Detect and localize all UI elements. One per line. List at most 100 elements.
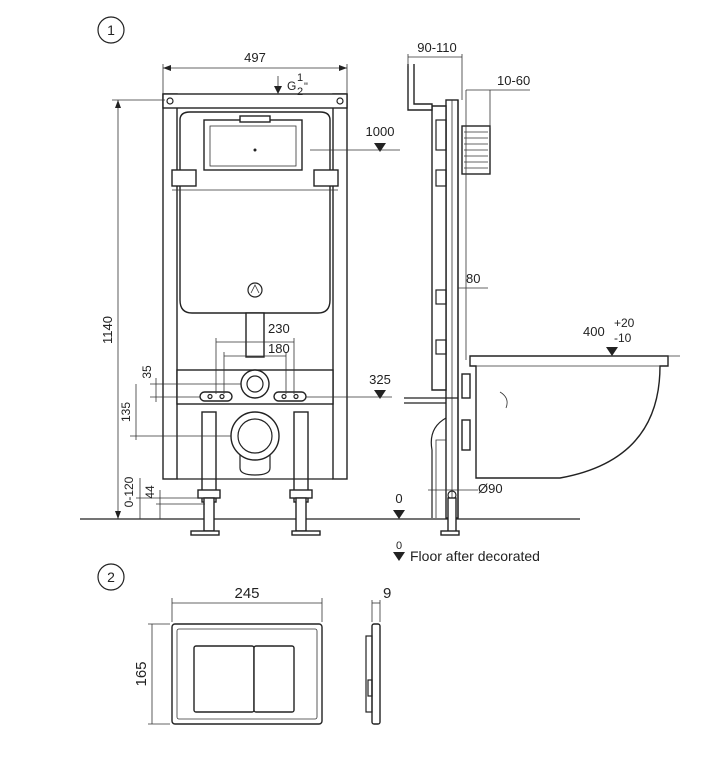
arrow-icon: [163, 65, 171, 71]
front-dimensions: 497 G 1 2 " 1000 1140 230 180 35: [100, 50, 540, 564]
flush-plate-side: 9: [365, 585, 391, 725]
dim-230: 230: [268, 321, 290, 336]
left-leg-clamp: [197, 489, 221, 499]
down-triangle-icon: [274, 86, 282, 94]
inlet-inch: ": [304, 81, 308, 93]
dim-0-120: 0-120: [122, 476, 136, 507]
flush-plate-front: 245 165: [133, 585, 323, 725]
side-clip: [435, 339, 447, 355]
flush-plate-clip: [367, 679, 373, 697]
dim-80: 80: [466, 271, 480, 286]
down-triangle-icon: [374, 390, 386, 399]
down-triangle-icon: [606, 347, 618, 356]
left-leg: [201, 411, 217, 503]
dim-35: 35: [140, 365, 154, 379]
dim-245: 245: [234, 585, 259, 602]
waste-bend: [239, 455, 271, 476]
floor-note-zero: 0: [396, 540, 402, 552]
dim-9: 9: [383, 585, 391, 602]
dim-180: 180: [268, 341, 290, 356]
right-foot-rod: [295, 497, 307, 532]
flush-plate-inner: [176, 628, 318, 720]
logo-mark: [250, 284, 260, 294]
side-valve: [435, 119, 447, 151]
bowl-bolt: [461, 373, 471, 399]
half-flush-button: [193, 645, 255, 713]
flush-pipe: [245, 312, 265, 358]
dim-10-60: 10-60: [497, 73, 530, 88]
section-number-1: 1: [107, 22, 115, 38]
dim-400-minus: -10: [614, 331, 632, 345]
dim-90-110: 90-110: [417, 40, 457, 55]
left-foot-rod: [203, 497, 215, 532]
bolt-icon: [293, 393, 299, 400]
bolt-icon: [219, 393, 225, 400]
section-marker-2: 2: [97, 563, 125, 591]
dim-400-plus: +20: [614, 316, 635, 330]
right-leg: [293, 411, 309, 503]
frame-front-view: [80, 64, 580, 536]
right-leg-clamp: [289, 489, 313, 499]
inlet-frac-num: 1: [297, 72, 303, 84]
right-foot: [291, 530, 321, 536]
flush-plate-mount: [365, 635, 373, 713]
cistern-left-clip: [171, 169, 197, 187]
arrow-icon: [115, 511, 121, 519]
wall-hung-bowl: [469, 355, 669, 479]
logo-icon: [247, 282, 263, 298]
waste-pipe-side: [435, 439, 446, 518]
dim-pipe-90: Ø90: [478, 481, 503, 496]
circled-number-icon: [97, 563, 125, 591]
center-dot: [253, 148, 257, 152]
side-dimensions: 90-110 10-60 80 400 +20 -10 Ø90: [407, 40, 680, 496]
side-clip: [435, 169, 447, 187]
top-wall-bracket: [407, 64, 433, 111]
full-flush-button: [253, 645, 295, 713]
bowl-outlet: [499, 391, 508, 409]
bolt-icon: [207, 393, 213, 400]
dim-floor-0: 0: [395, 491, 402, 506]
cistern-inner-opening: [209, 125, 297, 167]
frame-side-view: [404, 64, 669, 536]
bolt-icon: [281, 393, 287, 400]
dim-165: 165: [133, 661, 150, 686]
dim-1140: 1140: [100, 316, 115, 344]
side-cistern: [431, 105, 447, 391]
arrow-icon: [339, 65, 347, 71]
hatch-pattern: [464, 131, 488, 169]
dim-400: 400: [583, 324, 605, 339]
dim-1000: 1000: [366, 124, 395, 139]
right-bolt-slot: [273, 391, 307, 402]
side-foot: [440, 530, 460, 536]
waste-pipe-side: [430, 417, 447, 518]
right-upright: [332, 93, 348, 480]
cistern-service-opening: [203, 119, 303, 171]
bowl-bolt: [461, 419, 471, 451]
floor-note-text: Floor after decorated: [410, 548, 540, 564]
waste-pipe-inner: [237, 418, 273, 454]
section-marker-1: 1: [97, 16, 125, 44]
inlet-frac-den: 2: [297, 86, 303, 98]
bolt-icon: [166, 97, 174, 105]
side-clip: [435, 289, 447, 305]
arrow-icon: [115, 100, 121, 108]
inlet-g: G: [287, 79, 296, 93]
dim-135: 135: [119, 402, 133, 422]
dim-44: 44: [143, 485, 157, 499]
inlet-valve: [239, 115, 271, 123]
left-foot: [190, 530, 220, 536]
flush-outlet: [240, 369, 270, 399]
top-crossbar: [162, 93, 348, 109]
down-triangle-icon: [374, 143, 386, 152]
flush-plate-profile: [371, 623, 381, 725]
down-triangle-icon: [393, 510, 405, 519]
down-triangle-icon: [393, 552, 405, 561]
dim-497: 497: [244, 50, 266, 65]
cistern-right-clip: [313, 169, 339, 187]
dim-325: 325: [369, 372, 391, 387]
bolt-icon: [336, 97, 344, 105]
flush-outlet-inner: [246, 375, 264, 393]
circled-number-icon: [97, 16, 125, 44]
